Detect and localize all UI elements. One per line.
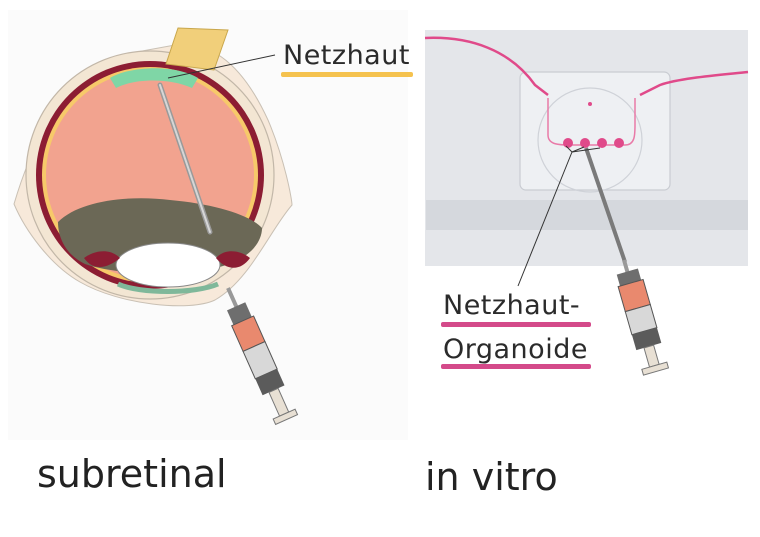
- organoid-spot: [597, 138, 607, 148]
- caption-in-vitro: in vitro: [425, 455, 558, 499]
- organoid-underline-2: [441, 364, 591, 369]
- organoid-spot: [614, 138, 624, 148]
- organoid-leaders: [517, 145, 601, 287]
- tube-left: [424, 36, 549, 96]
- organoid-spot: [580, 138, 590, 148]
- chip-body: [519, 71, 671, 191]
- eye-diagram: [13, 27, 293, 307]
- lens: [115, 242, 221, 288]
- retina-highlight: [110, 68, 198, 88]
- organoid-label-line2: Organoide: [443, 334, 588, 365]
- chip-photo: [424, 30, 749, 266]
- iris-right: [216, 251, 250, 268]
- caption-subretinal: subretinal: [37, 452, 227, 496]
- cornea: [116, 281, 219, 294]
- optic-nerve: [165, 27, 229, 71]
- needle-right: [584, 147, 627, 263]
- tube-right: [639, 70, 749, 97]
- chip-well: [537, 87, 643, 193]
- chip-edge: [426, 200, 748, 230]
- iris-left: [84, 251, 120, 268]
- organoid-spot: [563, 138, 573, 148]
- organoid-label-line1: Netzhaut-: [443, 290, 581, 321]
- netzhaut-underline: [281, 72, 413, 77]
- netzhaut-leader: [167, 54, 276, 79]
- syringe-left: [226, 287, 299, 426]
- organoid-underline-1: [441, 322, 591, 327]
- syringe-right: [616, 259, 670, 376]
- netzhaut-label: Netzhaut: [283, 40, 410, 71]
